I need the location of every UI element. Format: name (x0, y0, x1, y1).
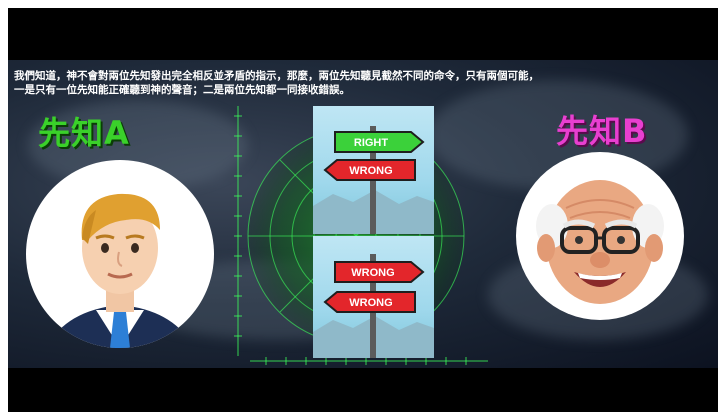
prophet-a-title: 先知A (38, 114, 130, 152)
caption-text: 我們知道，神不會對兩位先知發出完全相反並矛盾的指示，那麼，兩位先知聽見截然不同的… (14, 69, 654, 97)
caption-line-2: 一是只有一位先知能正確聽到神的聲音；二是兩位先知都一同接收錯誤。 (14, 84, 350, 96)
sign-panel-top: RIGHT WRONG (313, 106, 434, 234)
scene-background: 我們知道，神不會對兩位先知發出完全相反並矛盾的指示，那麼，兩位先知聽見截然不同的… (8, 60, 718, 368)
prophet-b-title: 先知B (556, 112, 648, 150)
prophet-a-avatar (26, 160, 214, 348)
sign-panel-bottom: WRONG WRONG (313, 236, 434, 358)
sign-top-lower-label: WRONG (349, 165, 392, 177)
sign-top-upper-label: RIGHT (354, 137, 389, 149)
prophet-b-avatar (516, 152, 684, 320)
sign-bottom-upper-label: WRONG (351, 267, 394, 279)
sign-bottom-lower-label: WRONG (349, 297, 392, 309)
caption-line-1: 我們知道，神不會對兩位先知發出完全相反並矛盾的指示，那麼，兩位先知聽見截然不同的… (14, 70, 539, 82)
video-frame: 我們知道，神不會對兩位先知發出完全相反並矛盾的指示，那麼，兩位先知聽見截然不同的… (8, 8, 718, 412)
